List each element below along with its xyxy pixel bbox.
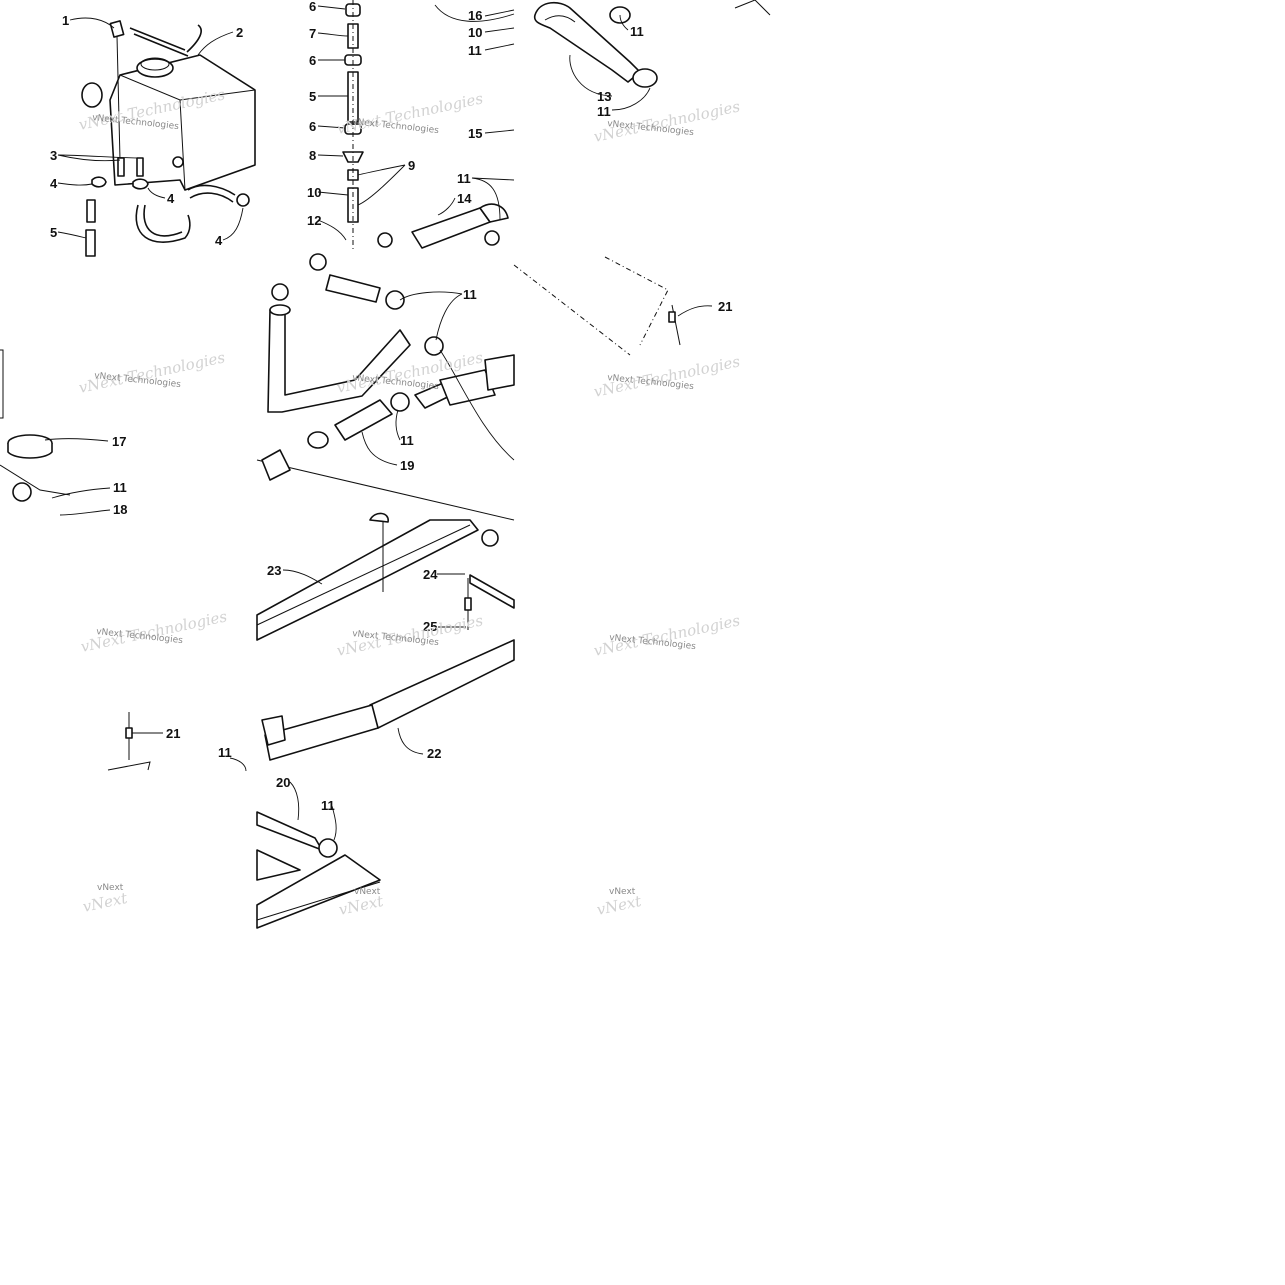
shroud-panel [513, 256, 681, 356]
callout-18: 18 [113, 502, 127, 517]
frame-rails [256, 512, 515, 761]
callout-11: 11 [218, 745, 232, 760]
callout-11: 11 [457, 171, 471, 186]
callout-21: 21 [718, 299, 732, 314]
callout-6: 6 [309, 53, 316, 68]
callout-12: 12 [307, 213, 321, 228]
watermark-ghost-cut: vNext [337, 892, 386, 919]
callout-11: 11 [400, 433, 414, 448]
callout-6: 6 [309, 0, 316, 14]
callout-5: 5 [50, 225, 57, 240]
watermark-cut: vNext [97, 883, 124, 893]
callout-4: 4 [50, 176, 58, 191]
callout-13: 13 [597, 89, 611, 104]
watermark-ghost-cut: vNext [81, 889, 130, 916]
callout-10: 10 [468, 25, 482, 40]
callout-22: 22 [427, 746, 441, 761]
callout-11: 11 [597, 104, 611, 119]
hose-assembly [256, 283, 515, 521]
callout-11: 11 [321, 798, 335, 813]
callout-4: 4 [215, 233, 223, 248]
callout-25: 25 [423, 619, 437, 634]
callout-11: 11 [468, 43, 482, 58]
leader-lines [44, 4, 713, 841]
tank-assembly [81, 20, 256, 257]
callout-24: 24 [423, 567, 438, 582]
callout-3: 3 [50, 148, 57, 163]
callout-23: 23 [267, 563, 281, 578]
watermarks: vNext Technologies vNext Technologies vN… [77, 85, 742, 919]
callout-6: 6 [309, 119, 316, 134]
watermark-cut: vNext [354, 887, 381, 897]
vent-hose [129, 27, 189, 57]
callout-16: 16 [468, 8, 482, 23]
callout-21: 21 [166, 726, 180, 741]
filler-cap-group [0, 349, 71, 502]
callout-15: 15 [468, 126, 482, 141]
callout-11: 11 [113, 480, 127, 495]
callout-20: 20 [276, 775, 290, 790]
callout-9: 9 [408, 158, 415, 173]
elbow-hose [533, 0, 771, 88]
callout-labels: 1 2 3 4 4 4 5 6 7 6 5 6 8 9 10 12 16 10 … [50, 0, 732, 813]
callout-17: 17 [112, 434, 126, 449]
tank-cap [136, 58, 174, 78]
callout-1: 1 [62, 13, 69, 28]
lower-hose [256, 811, 381, 929]
callout-7: 7 [309, 26, 316, 41]
callout-11: 11 [463, 287, 477, 302]
watermark-cut: vNext [609, 887, 636, 897]
drain-fitting [107, 712, 247, 772]
callout-2: 2 [236, 25, 243, 40]
callout-8: 8 [309, 148, 316, 163]
coolant-line-stack [309, 0, 509, 310]
callout-5: 5 [309, 89, 316, 104]
callout-14: 14 [457, 191, 472, 206]
callout-10: 10 [307, 185, 321, 200]
callout-4: 4 [167, 191, 175, 206]
watermark-ghost-cut: vNext [595, 892, 644, 919]
callout-19: 19 [400, 458, 414, 473]
callout-11: 11 [630, 24, 644, 39]
